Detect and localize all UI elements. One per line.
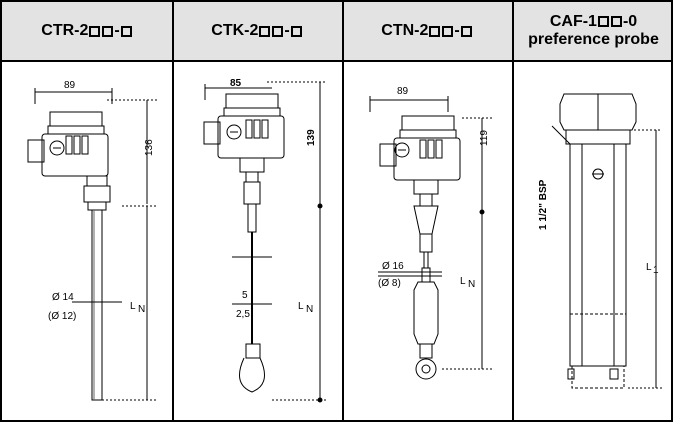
ctk-length-label: L [298, 301, 304, 312]
header-subtitle: preference probe [528, 31, 659, 48]
square-placeholder-icon [610, 16, 622, 27]
square-placeholder-icon [120, 25, 132, 37]
square-placeholder-icon [429, 25, 441, 37]
ctn-height-label: 119 [479, 130, 490, 146]
ctr-length-label: L [130, 301, 136, 312]
model-ctk: CTK-2 [211, 22, 259, 39]
ctk-diameter-label: 5 [242, 290, 248, 301]
square-placeholder-icon [442, 25, 454, 37]
ctr-width-label: 89 [64, 80, 76, 91]
column-divider [172, 2, 174, 420]
caf-length-sub: 1 [653, 265, 659, 276]
caf-probe-drawing: 1 1/2" BSP L 1 [538, 93, 662, 389]
ctk-height-label: 139 [306, 129, 317, 146]
header-ctn: CTN-2 - [342, 2, 512, 60]
model-suffix: - [114, 22, 120, 39]
model-ctn: CTN-2 [381, 22, 429, 39]
ctn-diameter-alt: (Ø 8) [378, 278, 401, 289]
ctk-width-label: 85 [230, 78, 242, 89]
model-suffix: - [284, 22, 290, 39]
ctk-length-sub: N [306, 304, 313, 315]
ctn-length-sub: N [468, 279, 475, 290]
caf-thread-label: 1 1/2" BSP [538, 179, 549, 230]
ctn-length-label: L [460, 276, 466, 287]
ctk-diameter-alt: 2,5 [236, 309, 250, 320]
model-ctr: CTR-2 [41, 22, 89, 39]
header-caf: CAF-1 -0 preference probe [512, 2, 673, 60]
caf-length-label: L [646, 262, 652, 273]
square-placeholder-icon [102, 25, 114, 37]
header-ctk: CTK-2 - [172, 2, 342, 60]
ctr-height-label: 136 [144, 139, 155, 156]
square-placeholder-icon [272, 25, 284, 37]
square-placeholder-icon [597, 16, 609, 27]
ctr-probe-drawing: 89 136 L N Ø 14 (Ø 12) [27, 80, 157, 401]
square-placeholder-icon [259, 25, 271, 37]
header-ctr: CTR-2 - [2, 2, 172, 60]
model-caf: CAF-1 [549, 13, 597, 30]
square-placeholder-icon [290, 25, 302, 37]
model-suffix: -0 [622, 13, 638, 30]
ctr-diameter-alt: (Ø 12) [48, 311, 76, 322]
ctk-probe-drawing: 85 139 L N 5 2,5 [203, 78, 327, 403]
ctn-probe-drawing: 89 119 L N Ø 16 (Ø 8) [369, 86, 492, 380]
square-placeholder-icon [89, 25, 101, 37]
square-placeholder-icon [460, 25, 472, 37]
column-divider [512, 2, 514, 420]
ctn-width-label: 89 [397, 86, 409, 97]
ctn-diameter-label: Ø 16 [382, 261, 404, 272]
column-divider [342, 2, 344, 420]
ctr-diameter-label: Ø 14 [52, 292, 74, 303]
model-suffix: - [454, 22, 460, 39]
ctr-length-sub: N [138, 304, 145, 315]
table-header [2, 2, 671, 62]
